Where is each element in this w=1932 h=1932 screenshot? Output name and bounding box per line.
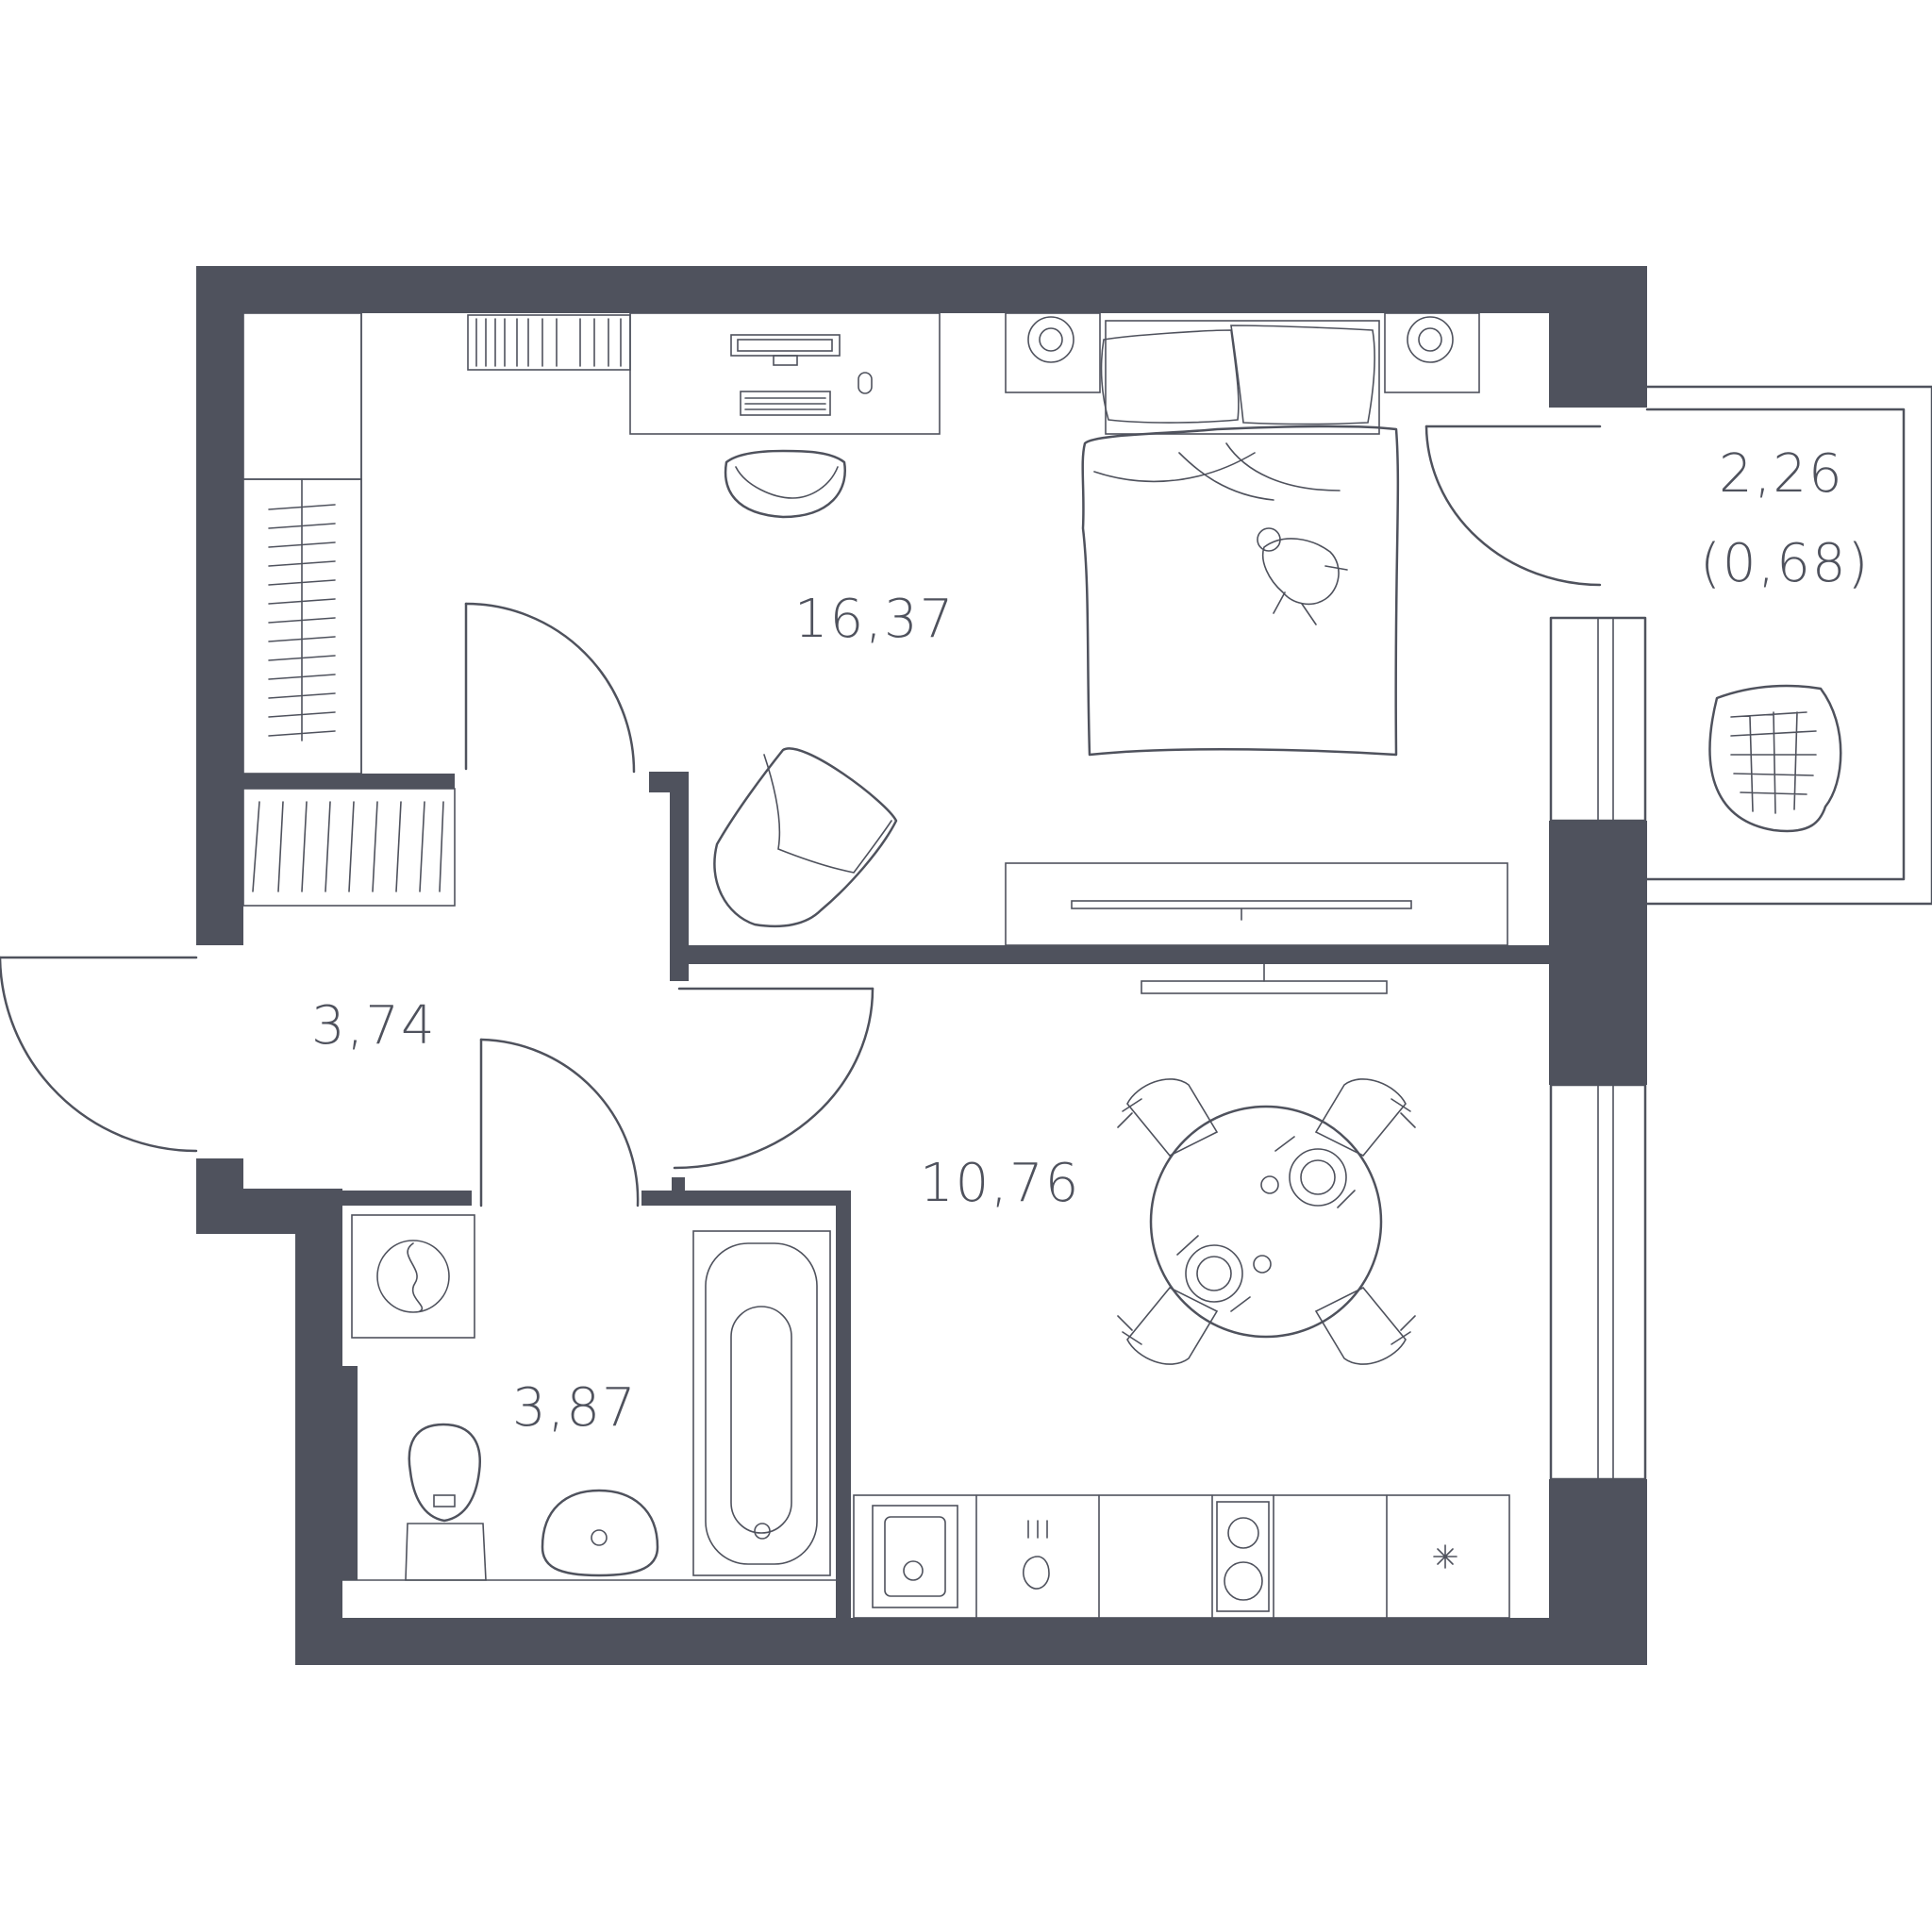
wall-bath-niche [342, 1366, 358, 1580]
wall-right-top [1549, 266, 1647, 408]
lounge-chair [713, 747, 898, 928]
tv-icon [1071, 900, 1412, 909]
washer-drum-icon [376, 1240, 450, 1313]
pillow-left [1100, 329, 1240, 424]
cup-icon [1253, 1255, 1272, 1274]
washbasin-icon [541, 1489, 659, 1577]
plate-icon [1289, 1148, 1347, 1207]
windows [1549, 616, 1647, 1481]
bookshelf [467, 314, 631, 371]
door-balcony [1424, 425, 1602, 587]
walls [196, 266, 1647, 1665]
chair [1117, 1078, 1219, 1158]
wall-top [196, 266, 1647, 313]
bathroom-area-label: 3,87 [512, 1377, 638, 1439]
wall-corridor-post [670, 772, 689, 981]
door-bathroom [479, 1038, 640, 1208]
nightstand-right [1384, 312, 1480, 393]
plate-icon [1185, 1244, 1243, 1303]
door-bedroom [464, 602, 636, 774]
wall-left-upper [196, 266, 243, 945]
kitchen-counter [853, 1494, 1510, 1619]
wall-left-bath [295, 1189, 342, 1665]
hall-area-label: 3,74 [311, 995, 437, 1057]
balcony-reduced-area-label: (0,68) [1700, 533, 1871, 594]
lamp-icon [1407, 316, 1454, 363]
wall-right-mid [1549, 821, 1647, 1085]
washing-machine [351, 1214, 475, 1339]
wall-bath-top-left [342, 1191, 472, 1206]
door-kitchen [673, 987, 874, 1170]
bed [1081, 320, 1400, 757]
wall-bath-top-right [641, 1191, 851, 1206]
cup-icon [1260, 1175, 1279, 1194]
tv-stand [1005, 862, 1508, 946]
balcony-area-label: 2,26 [1719, 443, 1844, 505]
kitchen-area-label: 10,76 [920, 1153, 1081, 1214]
nightstand-left [1005, 312, 1101, 393]
cutlery-icon [1176, 1136, 1356, 1312]
chair [1314, 1286, 1416, 1365]
sink-icon [872, 1505, 958, 1608]
dining-set [1117, 1078, 1416, 1365]
monitor-icon [730, 334, 841, 357]
stove-icon [1216, 1501, 1270, 1612]
armchair-icon [1708, 684, 1842, 833]
wall-bottom [295, 1618, 1647, 1665]
doors [0, 425, 1602, 1208]
fridge-icon [1433, 1544, 1457, 1569]
wardrobe [242, 312, 362, 774]
chair [1117, 1286, 1219, 1365]
bedroom-area-label: 16,37 [794, 589, 956, 650]
desk-chair [724, 449, 846, 519]
mouse-icon [858, 372, 873, 394]
toilet-icon [405, 1423, 487, 1581]
shoe-rack [242, 788, 456, 907]
balcony-outline [1645, 385, 1932, 906]
keyboard-icon [740, 391, 831, 416]
tv-kitchen [1141, 963, 1388, 994]
wall-bedroom-kitchen [670, 945, 1553, 964]
cat-icon [1257, 527, 1348, 625]
bathtub [692, 1230, 831, 1576]
faucet-icon [1023, 1520, 1050, 1590]
entrance-door [0, 956, 198, 1153]
dining-table [1149, 1105, 1383, 1339]
wall-bath-right [836, 1191, 851, 1618]
chair [1314, 1078, 1416, 1158]
pillow-right [1230, 325, 1375, 425]
blanket [1081, 425, 1400, 757]
desk [629, 312, 941, 435]
wall-kitchen-post [672, 1177, 685, 1198]
wall-closet-shelf [243, 774, 455, 789]
lamp-icon [1027, 316, 1074, 363]
wall-right-bottom [1549, 1479, 1647, 1665]
balcony [1645, 385, 1932, 906]
